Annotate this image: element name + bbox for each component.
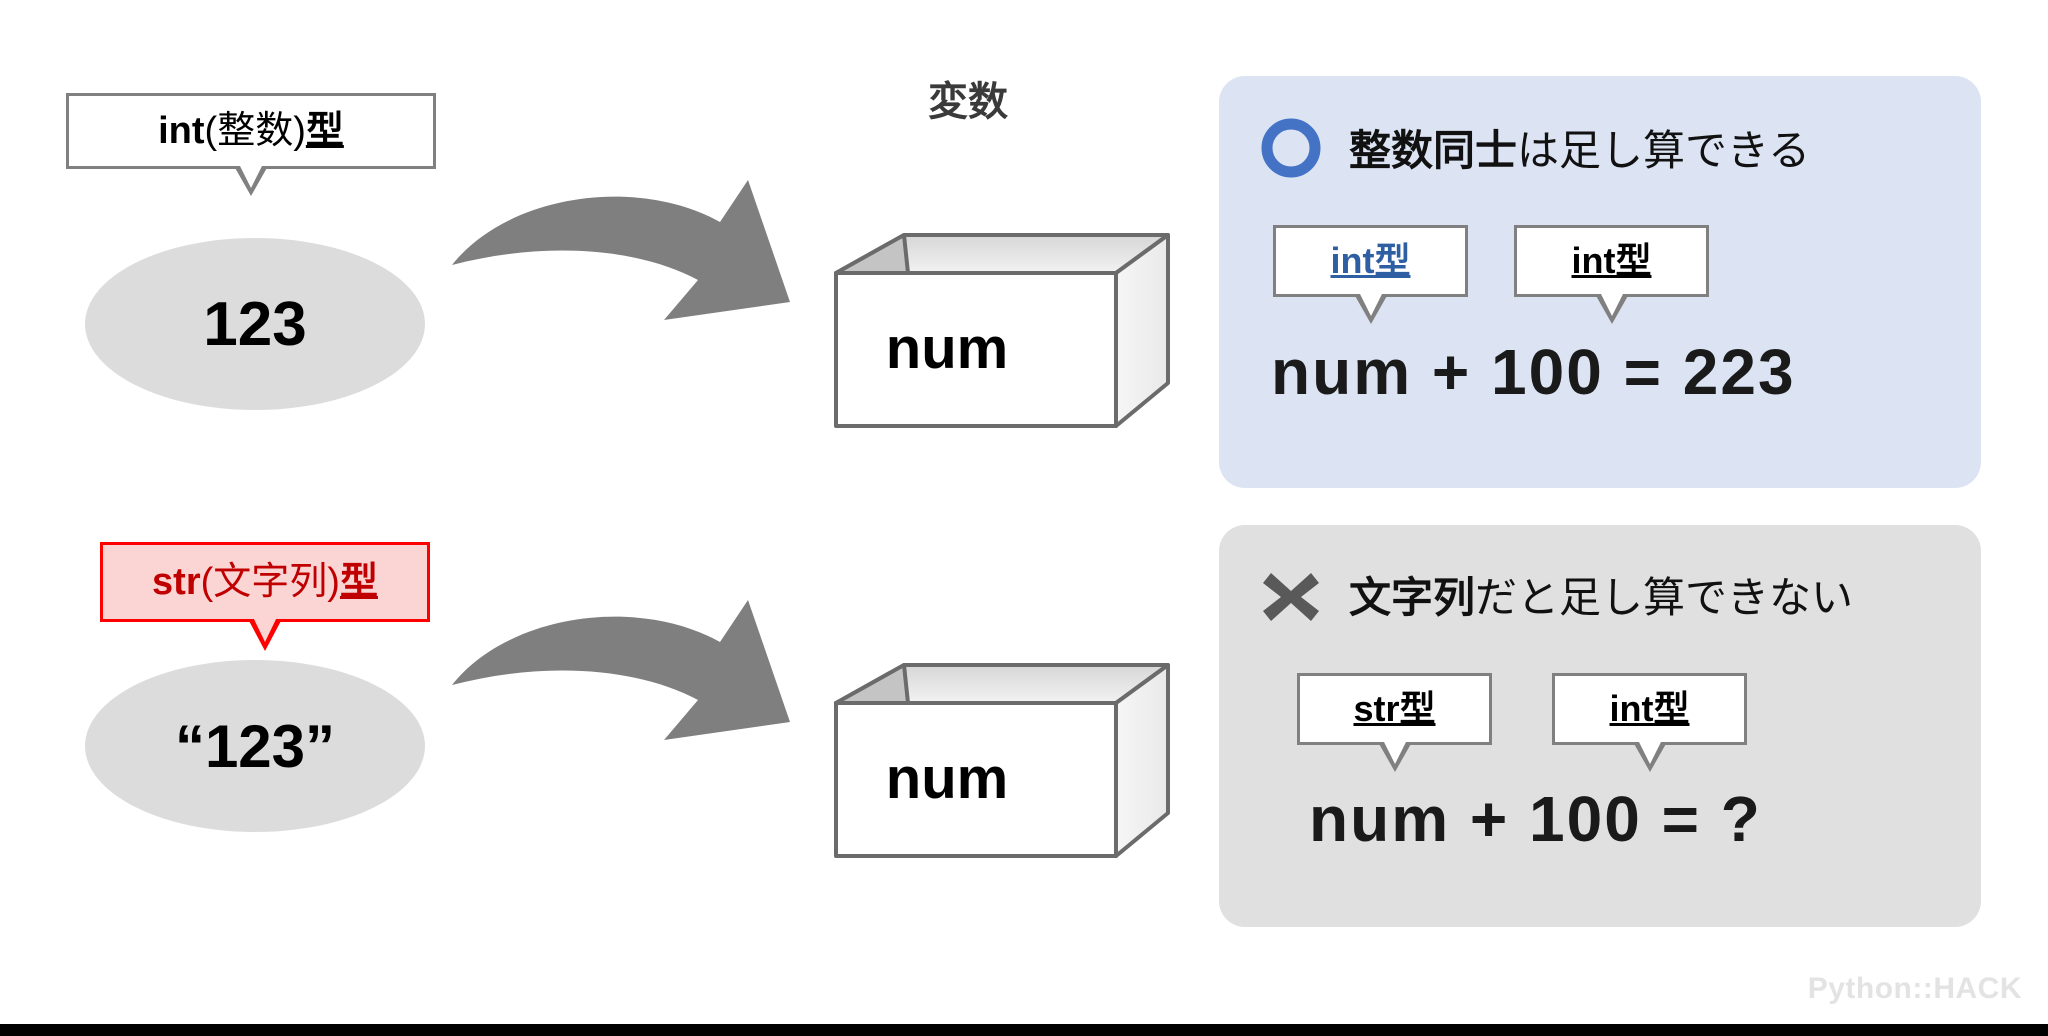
panel-str-ng-heading-text: 文字列だと足し算できない [1349,573,1854,621]
panel-str-ng-heading: 文字列だと足し算できない [1259,563,1853,632]
tag-callout-str: str型 [1297,673,1492,772]
tag-callout-int: int型 [1552,673,1747,772]
callout-pointer-fill-icon [1636,738,1663,764]
tag-callout-int-black: int型 [1514,225,1709,324]
type-callout-str-label: str(文字列)型 [152,561,378,603]
callout-pointer-fill-icon [238,162,264,188]
type-callout-str: str(文字列)型 [100,542,430,651]
tag-callout-int-blue: int型 [1273,225,1468,324]
value-ellipse-str-label: “123” [174,712,336,780]
cross-mark-icon [1259,563,1323,632]
variable-box-bottom: num [816,648,1176,870]
value-ellipse-int-label: 123 [203,289,307,359]
panel-int-ok: 整数同士は足し算できる int型 int型 num + 100 = 223 [1219,76,1981,488]
callout-pointer-fill-icon [1381,738,1408,764]
type-callout-int: int(整数)型 [66,93,436,196]
callout-pointer-fill-icon [1598,290,1625,316]
panel-str-ng: 文字列だと足し算できない str型 int型 num + 100 = ? [1219,525,1981,927]
tag-callout-int-label: int型 [1609,688,1690,729]
variable-box-top-label: num [885,316,1009,381]
tag-callout-int-blue-label: int型 [1330,240,1411,281]
callout-pointer-fill-icon [1357,290,1384,316]
type-callout-int-label: int(整数)型 [158,110,344,152]
panel-int-ok-heading: 整数同士は足し算できる [1259,116,1810,185]
watermark: Python::HACK [1807,972,2022,1005]
variable-box-top: num [816,218,1176,440]
value-ellipse-int: 123 [85,238,425,410]
circle-mark-icon [1259,116,1323,185]
variable-caption: 変数 [928,80,1008,124]
panel-str-ng-equation: num + 100 = ? [1309,783,1762,855]
tag-callout-str-label: str型 [1353,688,1436,729]
footer-bar [0,1024,2048,1036]
tag-callout-int-black-label: int型 [1571,240,1652,281]
assign-arrow-top [448,180,798,350]
assign-arrow-bottom [448,600,798,770]
value-ellipse-str: “123” [85,660,425,832]
variable-box-bottom-label: num [885,746,1009,811]
panel-int-ok-heading-text: 整数同士は足し算できる [1349,126,1811,174]
panel-int-ok-equation: num + 100 = 223 [1271,336,1796,408]
callout-pointer-fill-icon [252,615,278,642]
